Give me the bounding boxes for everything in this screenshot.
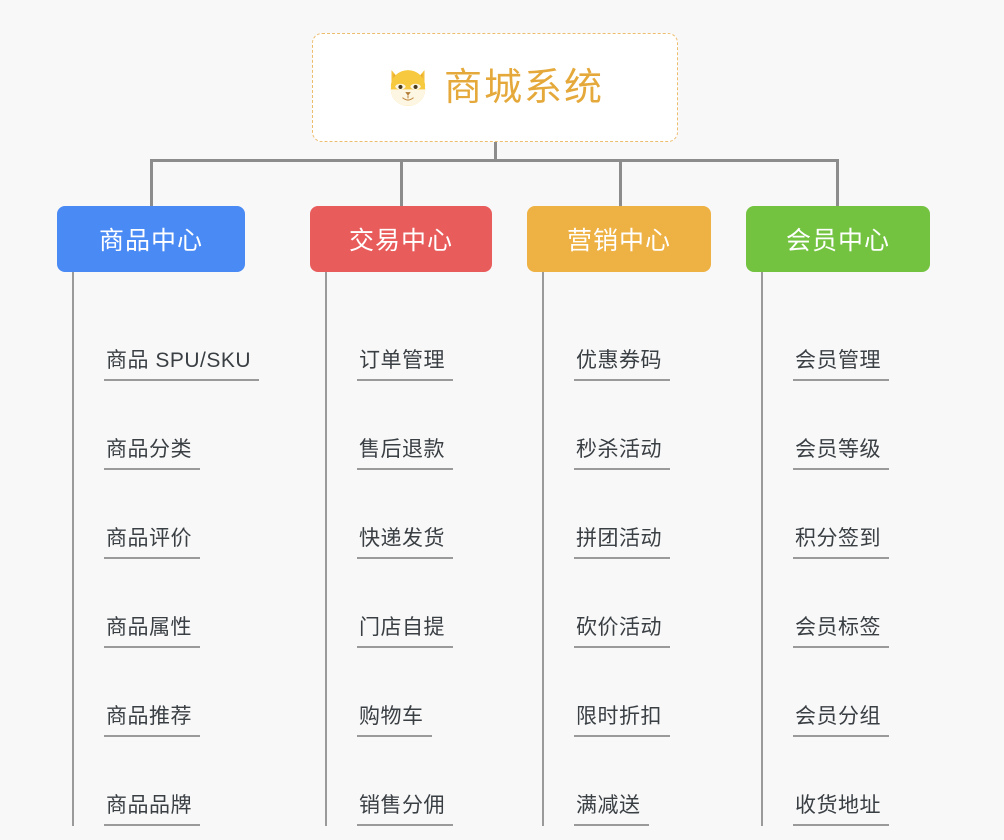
leaf-list-member-center: 会员管理 会员等级 积分签到 会员标签 会员分组 收货地址	[761, 272, 966, 826]
leaf-list-product-center: 商品 SPU/SKU 商品分类 商品评价 商品属性 商品推荐 商品品牌	[72, 272, 287, 826]
list-item[interactable]: 商品推荐	[74, 648, 287, 737]
leaf-label: 会员管理	[793, 349, 889, 381]
shiba-dog-face-icon	[390, 69, 426, 106]
leaf-label: 订单管理	[357, 349, 453, 381]
leaf-label: 砍价活动	[574, 616, 670, 648]
leaf-label: 快递发货	[357, 527, 453, 559]
list-item[interactable]: 快递发货	[327, 470, 530, 559]
connector-drop-product-center	[150, 159, 153, 207]
category-box-trade-center[interactable]: 交易中心	[310, 206, 492, 272]
list-item[interactable]: 商品属性	[74, 559, 287, 648]
root-node[interactable]: 商城系统	[312, 33, 678, 142]
list-item[interactable]: 订单管理	[327, 292, 530, 381]
category-box-product-center[interactable]: 商品中心	[57, 206, 245, 272]
leaf-label: 会员标签	[793, 616, 889, 648]
list-item[interactable]: 购物车	[327, 648, 530, 737]
leaf-label: 拼团活动	[574, 527, 670, 559]
leaf-label: 商品推荐	[104, 705, 200, 737]
leaf-label: 收货地址	[793, 794, 889, 826]
category-box-marketing-center[interactable]: 营销中心	[527, 206, 711, 272]
list-item[interactable]: 砍价活动	[544, 559, 743, 648]
list-item[interactable]: 会员标签	[763, 559, 966, 648]
category-label: 商品中心	[98, 227, 203, 255]
leaf-list-trade-center: 订单管理 售后退款 快递发货 门店自提 购物车 销售分佣	[325, 272, 530, 826]
connector-root-stem	[494, 142, 497, 162]
leaf-label: 限时折扣	[574, 705, 670, 737]
list-item[interactable]: 满减送	[544, 737, 743, 826]
branch-marketing-center: 营销中心 优惠券码 秒杀活动 拼团活动 砍价活动 限时折扣 满减送	[527, 206, 743, 826]
list-item[interactable]: 商品品牌	[74, 737, 287, 826]
list-item[interactable]: 销售分佣	[327, 737, 530, 826]
branch-member-center: 会员中心 会员管理 会员等级 积分签到 会员标签 会员分组 收货地址	[746, 206, 966, 826]
list-item[interactable]: 会员分组	[763, 648, 966, 737]
connector-drop-marketing-center	[619, 159, 622, 207]
list-item[interactable]: 商品 SPU/SKU	[74, 292, 287, 381]
leaf-label: 积分签到	[793, 527, 889, 559]
list-item[interactable]: 会员等级	[763, 381, 966, 470]
leaf-label: 售后退款	[357, 438, 453, 470]
list-item[interactable]: 售后退款	[327, 381, 530, 470]
leaf-label: 会员等级	[793, 438, 889, 470]
leaf-label: 商品 SPU/SKU	[104, 349, 260, 381]
leaf-label: 销售分佣	[357, 794, 453, 826]
leaf-label: 秒杀活动	[574, 438, 670, 470]
branch-product-center: 商品中心 商品 SPU/SKU 商品分类 商品评价 商品属性 商品推荐 商品品牌	[57, 206, 287, 826]
leaf-label: 满减送	[574, 794, 649, 826]
leaf-label: 优惠券码	[574, 349, 670, 381]
leaf-label: 门店自提	[357, 616, 453, 648]
connector-drop-member-center	[836, 159, 839, 207]
list-item[interactable]: 商品评价	[74, 470, 287, 559]
category-label: 会员中心	[785, 227, 890, 255]
list-item[interactable]: 秒杀活动	[544, 381, 743, 470]
leaf-label: 商品属性	[104, 616, 200, 648]
leaf-label: 商品评价	[104, 527, 200, 559]
list-item[interactable]: 门店自提	[327, 559, 530, 648]
category-box-member-center[interactable]: 会员中心	[746, 206, 930, 272]
leaf-list-marketing-center: 优惠券码 秒杀活动 拼团活动 砍价活动 限时折扣 满减送	[542, 272, 743, 826]
connector-drop-trade-center	[400, 159, 403, 207]
leaf-label: 商品品牌	[104, 794, 200, 826]
connector-horizontal-bus	[150, 159, 839, 162]
leaf-label: 购物车	[357, 705, 432, 737]
list-item[interactable]: 会员管理	[763, 292, 966, 381]
list-item[interactable]: 商品分类	[74, 381, 287, 470]
list-item[interactable]: 积分签到	[763, 470, 966, 559]
list-item[interactable]: 收货地址	[763, 737, 966, 826]
leaf-label: 会员分组	[793, 705, 889, 737]
root-title: 商城系统	[443, 66, 604, 109]
list-item[interactable]: 拼团活动	[544, 470, 743, 559]
branch-trade-center: 交易中心 订单管理 售后退款 快递发货 门店自提 购物车 销售分佣	[310, 206, 530, 826]
list-item[interactable]: 限时折扣	[544, 648, 743, 737]
category-label: 交易中心	[348, 227, 453, 255]
leaf-label: 商品分类	[104, 438, 200, 470]
category-label: 营销中心	[566, 227, 671, 255]
list-item[interactable]: 优惠券码	[544, 292, 743, 381]
